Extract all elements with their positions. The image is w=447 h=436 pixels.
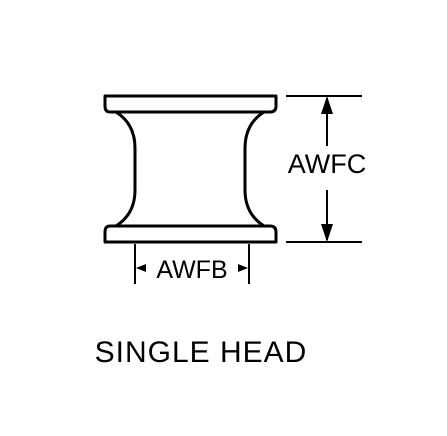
width-arrow-left bbox=[136, 264, 146, 272]
right-body-side bbox=[243, 110, 266, 228]
width-dimension-label: AWFB bbox=[156, 256, 227, 284]
height-dimension bbox=[286, 95, 362, 243]
height-dimension-label: AWFC bbox=[288, 149, 366, 179]
width-arrow-right bbox=[238, 264, 248, 272]
left-body-side bbox=[114, 110, 137, 228]
height-arrow-up bbox=[321, 96, 333, 114]
bottom-flange bbox=[103, 224, 278, 244]
diagram-caption: SINGLE HEAD bbox=[95, 336, 308, 369]
width-dimension bbox=[134, 244, 250, 284]
height-arrow-down bbox=[321, 224, 333, 242]
spool-outline bbox=[103, 94, 278, 244]
top-flange bbox=[103, 94, 278, 114]
